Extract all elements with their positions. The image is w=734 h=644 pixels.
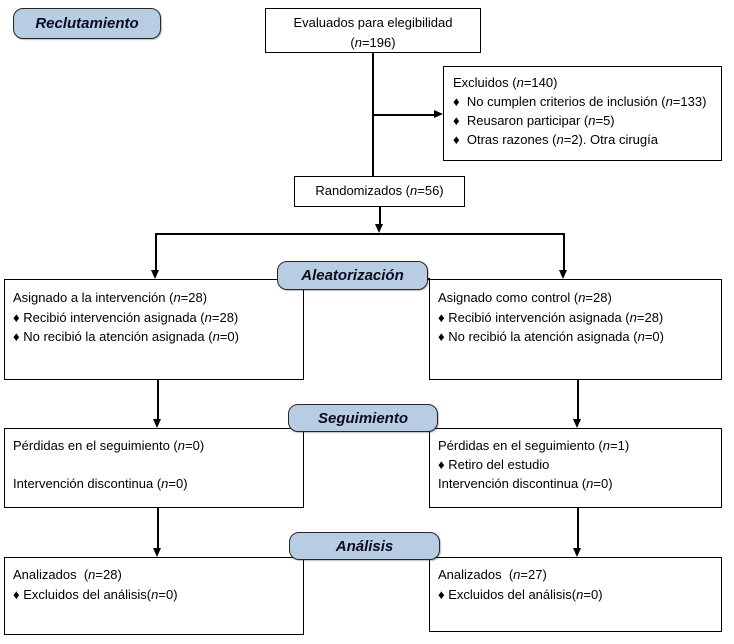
- text-line: Asignado a la intervención (n=28): [13, 290, 208, 305]
- eligibility-box: Evaluados para elegibilidad (n=196): [265, 8, 481, 53]
- flow-line-split-left: [155, 233, 157, 273]
- arrowhead-right-excluded-icon: [434, 110, 443, 118]
- analysis-intervention-box: Analizados (n=28) ♦ Excluidos del análisi…: [4, 557, 304, 635]
- flow-line-split-right: [563, 233, 565, 273]
- text-line: (n=196): [350, 34, 396, 50]
- text-line: ♦ No cumplen criterios de inclusión (n=1…: [453, 94, 707, 109]
- arrowhead-down-right-arm-icon: [559, 270, 567, 279]
- stage-badge-recruitment: Reclutamiento: [13, 8, 161, 39]
- text-line: ♦ Excluidos del análisis(n=0): [438, 587, 603, 602]
- flow-split-line: [155, 233, 564, 235]
- followup-control-box: Pérdidas en el seguimiento (n=1) ♦ Retiro…: [429, 428, 722, 508]
- text-line: ♦ No recibió la atención asignada (n=0): [438, 329, 664, 344]
- text-line: Intervención discontinua (n=0): [438, 476, 613, 491]
- followup-intervention-box: Pérdidas en el seguimiento (n=0) Interve…: [4, 428, 304, 508]
- randomized-box: Randomizados (n=56): [294, 176, 465, 207]
- arrowhead-down-right-analysis-icon: [573, 548, 581, 557]
- analysis-control-box: Analizados (n=27) ♦ Excluidos del análisi…: [429, 557, 722, 632]
- text-line: ♦ Recibió intervención asignada (n=28): [13, 309, 239, 325]
- control-arm-box: Asignado como control (n=28) ♦ Recibió in…: [429, 279, 722, 380]
- text-line: Pérdidas en el seguimiento (n=1): [438, 438, 630, 453]
- flow-line-left-arm-to-followup: [157, 380, 159, 422]
- text-line: Asignado como control (n=28): [438, 290, 612, 305]
- text-line: Intervención discontinua (n=0): [13, 476, 188, 491]
- arrowhead-down-right-followup-icon: [573, 419, 581, 428]
- text-line: ♦ Reusaron participar (n=5): [453, 113, 615, 128]
- text-line: ♦ Otras razones (n=2). Otra cirugía: [453, 132, 658, 147]
- excluded-box: Excluidos (n=140) ♦ No cumplen criterios …: [443, 66, 722, 161]
- stage-badge-followup: Seguimiento: [288, 404, 438, 432]
- text-line: ♦ Excluidos del análisis(n=0): [13, 587, 178, 602]
- text-line: ♦ Retiro del estudio: [438, 457, 550, 472]
- arrowhead-down-split-icon: [375, 224, 383, 233]
- arrowhead-down-left-analysis-icon: [153, 548, 161, 557]
- text-line: Evaluados para elegibilidad: [293, 15, 453, 30]
- text-line: Analizados (n=28): [13, 567, 122, 582]
- stage-badge-randomization: Aleatorización: [277, 261, 428, 290]
- arrowhead-down-left-followup-icon: [153, 419, 161, 428]
- text-line: [13, 455, 299, 474]
- text-line: Analizados (n=27): [438, 567, 547, 582]
- text-line: ♦ No recibió la atención asignada (n=0): [13, 329, 239, 344]
- flow-line-left-followup-to-analysis: [157, 508, 159, 551]
- flow-line-right-arm-to-followup: [577, 380, 579, 422]
- stage-badge-analysis: Análisis: [289, 532, 440, 560]
- intervention-arm-box: Asignado a la intervención (n=28) ♦ Recib…: [4, 279, 304, 380]
- flow-line-right-followup-to-analysis: [577, 508, 579, 551]
- text-line: ♦ Recibió intervención asignada (n=28): [438, 309, 664, 325]
- arrowhead-down-left-arm-icon: [151, 270, 159, 279]
- text-line: Excluidos (n=140): [453, 75, 558, 90]
- text-line: Pérdidas en el seguimiento (n=0): [13, 438, 205, 453]
- text-line: Randomizados (n=56): [315, 183, 444, 198]
- flow-line-to-excluded: [372, 114, 436, 116]
- flow-line-randomized-to-split: [379, 207, 381, 226]
